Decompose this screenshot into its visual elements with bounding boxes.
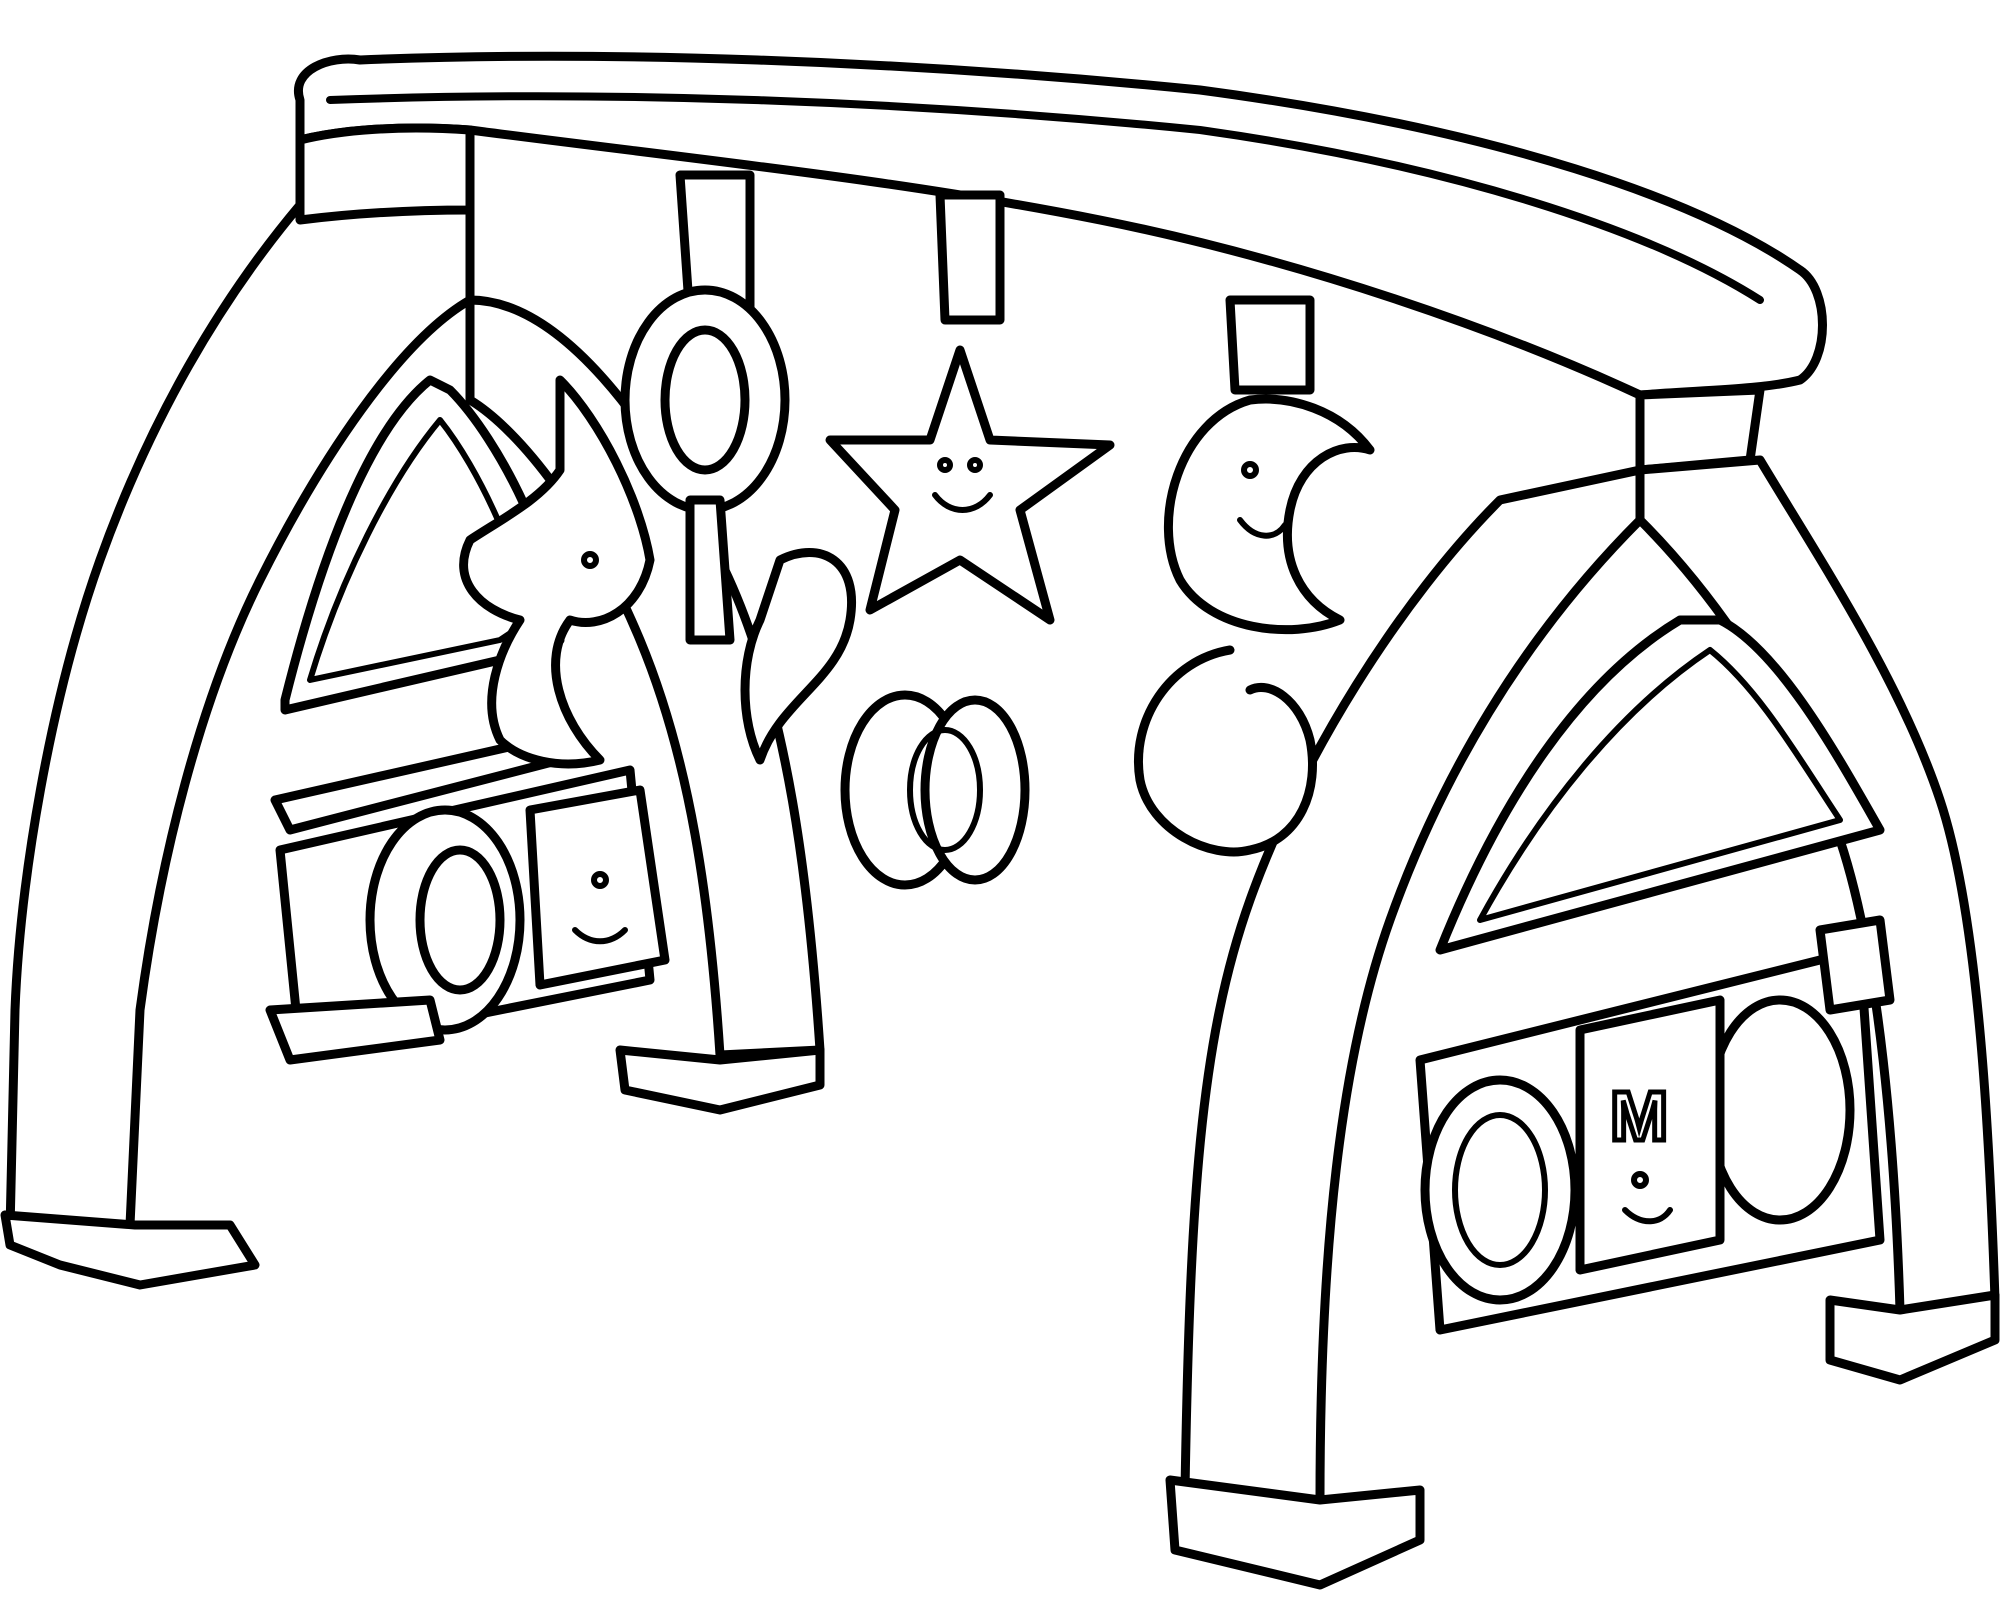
left-toy-block — [265, 765, 670, 1065]
right-block-speaker-left — [1420, 1075, 1580, 1305]
left-leg-arch — [5, 200, 475, 1235]
right-block-bunny-smile — [1622, 1207, 1673, 1225]
right-block-speaker-right — [1705, 995, 1855, 1225]
ring-toy-inner — [660, 325, 750, 475]
left-leg-inner-foot — [615, 1045, 825, 1115]
horse-toy-body — [459, 375, 655, 769]
right-block-strap — [1815, 915, 1895, 1015]
top-bar-beam — [293, 51, 1827, 400]
moon-toy-loop — [1134, 645, 1317, 857]
right-leg-front-foot — [1165, 1475, 1425, 1590]
hanging-bird-toy — [740, 548, 856, 765]
right-leg-back-foot — [1825, 1290, 2000, 1385]
star-icon — [825, 345, 1115, 625]
right-block-letter: M — [1610, 1077, 1668, 1155]
moon-face-eye — [1241, 461, 1259, 479]
bird-toy-body — [740, 548, 856, 765]
star-chain-ring-2 — [920, 695, 1030, 885]
hanging-ring-toy — [620, 170, 790, 645]
left-block-face-smile — [572, 927, 628, 945]
right-leg-triangle-brace — [1435, 615, 1885, 955]
hanging-star-toy — [825, 190, 1115, 890]
star-toy-strap — [935, 190, 1005, 325]
top-bar-edge-line — [326, 92, 1764, 304]
moon-face-smile — [1237, 517, 1288, 539]
hanging-moon-toy — [1134, 295, 1375, 857]
top-bar — [293, 51, 1827, 475]
left-leg — [0, 200, 825, 1290]
left-block-wheel-inner — [415, 845, 505, 995]
ring-toy-dangle — [685, 495, 735, 645]
top-bar-underside — [295, 123, 475, 225]
right-block-bunny-eye — [1631, 1171, 1649, 1189]
star-face-eye-right — [967, 457, 983, 473]
moon-toy-strap — [1225, 295, 1315, 395]
star-face-eye-left — [937, 457, 953, 473]
left-block-face-eye — [591, 871, 609, 889]
right-block-center-panel — [1575, 995, 1725, 1275]
right-toy-block: M — [1415, 915, 1895, 1335]
horse-toy-eye — [581, 551, 599, 569]
hanging-horse-toy — [459, 375, 655, 769]
left-block-base — [265, 995, 445, 1065]
right-leg — [1165, 455, 2000, 1590]
moon-icon — [1163, 394, 1375, 635]
right-block-speaker-left-inner — [1452, 1112, 1548, 1268]
right-leg-triangle-inner — [1477, 647, 1843, 923]
star-face-smile — [932, 492, 993, 513]
left-leg-foot — [0, 1210, 260, 1290]
star-chain-ring-inner — [907, 727, 983, 853]
